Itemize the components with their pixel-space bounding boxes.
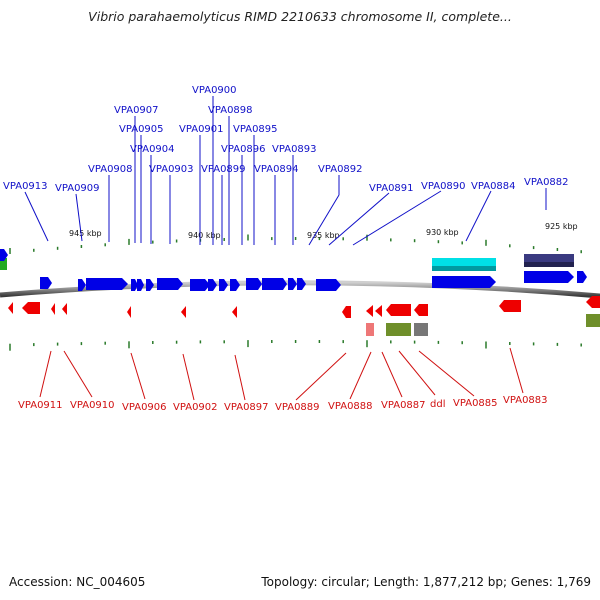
forward-genes: [0, 249, 587, 291]
gene-label-VPA0891: VPA0891: [369, 183, 414, 194]
gene-arrow-forward: [316, 279, 341, 291]
scale-label: 930 kbp: [426, 228, 459, 237]
gene-label-VPA0889: VPA0889: [275, 402, 320, 413]
scale-labels: 945 kbp 940 kbp 935 kbp 930 kbp 925 kbp: [69, 222, 578, 240]
gene-arrow-forward: [157, 278, 183, 290]
gene-arrow-forward: [86, 278, 128, 290]
gene-label-VPA0897: VPA0897: [224, 402, 269, 413]
gene-label-VPA0901: VPA0901: [179, 124, 224, 135]
gene-label-VPA0887: VPA0887: [381, 400, 426, 411]
gene-arrow-reverse: [342, 306, 351, 318]
gene-arrow-forward: [78, 279, 86, 291]
gene-arrow-forward: [230, 279, 240, 291]
gene-arrow-forward: [524, 271, 574, 283]
gene-label-VPA0905: VPA0905: [119, 124, 164, 135]
gene-arrow-forward: [246, 278, 262, 290]
gene-arrow-forward: [146, 279, 154, 291]
gene-arrow-forward: [432, 276, 496, 288]
gene-label-VPA0907: VPA0907: [114, 105, 159, 116]
cyan-feature-shade: [432, 266, 496, 271]
bottom-gene-label-text: VPA0911 VPA0910 VPA0906 VPA0902 VPA0897 …: [18, 395, 548, 413]
gene-arrow-reverse: [386, 304, 411, 316]
gene-arrow-reverse: [232, 306, 237, 318]
olive-feature: [386, 323, 411, 336]
gene-arrow-reverse: [375, 305, 382, 317]
slate-feature-shade: [524, 262, 574, 267]
scale-label: 940 kbp: [188, 231, 221, 240]
gene-arrow-reverse: [499, 300, 521, 312]
gene-arrow-reverse: [8, 302, 13, 314]
gene-arrow-reverse: [586, 296, 600, 308]
gene-label-VPA0884: VPA0884: [471, 181, 516, 192]
gene-label-VPA0909: VPA0909: [55, 183, 100, 194]
gene-label-VPA0908: VPA0908: [88, 164, 133, 175]
gene-arrow-forward: [577, 271, 587, 283]
olive-feature: [586, 314, 600, 327]
gene-label-VPA0898: VPA0898: [208, 105, 253, 116]
top-gene-label-text: VPA0913 VPA0909 VPA0908 VPA0907 VPA0905 …: [3, 85, 569, 194]
accession-text: Accession: NC_004605: [9, 575, 146, 589]
feature-track: [0, 254, 600, 336]
gene-label-VPA0894: VPA0894: [254, 164, 299, 175]
gene-arrow-forward: [190, 279, 210, 291]
gene-arrow-forward: [137, 279, 144, 291]
gene-label-VPA0882: VPA0882: [524, 177, 569, 188]
gene-label-VPA0885: VPA0885: [453, 398, 498, 409]
scale-label: 925 kbp: [545, 222, 578, 231]
gene-label-VPA0910: VPA0910: [70, 400, 115, 411]
gene-label-ddl: ddl: [430, 399, 445, 410]
scale-label: 935 kbp: [307, 231, 340, 240]
map-title: Vibrio parahaemolyticus RIMD 2210633 chr…: [88, 9, 512, 24]
gene-arrow-reverse: [366, 305, 373, 317]
gene-label-VPA0899: VPA0899: [201, 164, 246, 175]
scale-label: 945 kbp: [69, 229, 102, 238]
gene-arrow-forward: [208, 279, 217, 291]
gene-arrow-reverse: [414, 304, 428, 316]
gene-arrow-forward: [262, 278, 287, 290]
gene-arrow-reverse: [62, 303, 67, 315]
gene-arrow-forward: [131, 279, 138, 291]
gene-label-VPA0906: VPA0906: [122, 402, 167, 413]
scale-ticks-bottom: [9, 340, 582, 351]
gene-arrow-reverse: [181, 306, 186, 318]
topology-text: Topology: circular; Length: 1,877,212 bp…: [261, 575, 591, 589]
bottom-gene-labels: [39, 347, 524, 401]
gene-label-VPA0895: VPA0895: [233, 124, 278, 135]
reverse-genes: [8, 296, 600, 318]
gene-label-VPA0900: VPA0900: [192, 85, 237, 96]
gene-arrow-reverse: [51, 303, 55, 315]
gene-arrow-forward: [288, 278, 297, 290]
pink-feature: [366, 323, 374, 336]
gene-label-VPA0883: VPA0883: [503, 395, 548, 406]
gene-label-VPA0904: VPA0904: [130, 144, 175, 155]
top-gene-labels: [24, 96, 547, 246]
gene-label-VPA0902: VPA0902: [173, 402, 218, 413]
gene-label-VPA0893: VPA0893: [272, 144, 317, 155]
gene-label-VPA0913: VPA0913: [3, 181, 48, 192]
gene-arrow-reverse: [22, 302, 40, 314]
gene-label-VPA0911: VPA0911: [18, 400, 63, 411]
gene-label-VPA0903: VPA0903: [149, 164, 194, 175]
gene-label-VPA0892: VPA0892: [318, 164, 363, 175]
gene-arrow-forward: [219, 279, 228, 291]
gene-arrow-forward: [0, 249, 8, 261]
gene-arrow-reverse: [127, 306, 131, 318]
gene-label-VPA0896: VPA0896: [221, 144, 266, 155]
green-feature: [0, 258, 7, 270]
gene-label-VPA0888: VPA0888: [328, 401, 373, 412]
gene-arrow-forward: [297, 278, 306, 290]
gene-arrow-forward: [40, 277, 52, 289]
grey-feature: [414, 323, 428, 336]
gene-label-VPA0890: VPA0890: [421, 181, 466, 192]
